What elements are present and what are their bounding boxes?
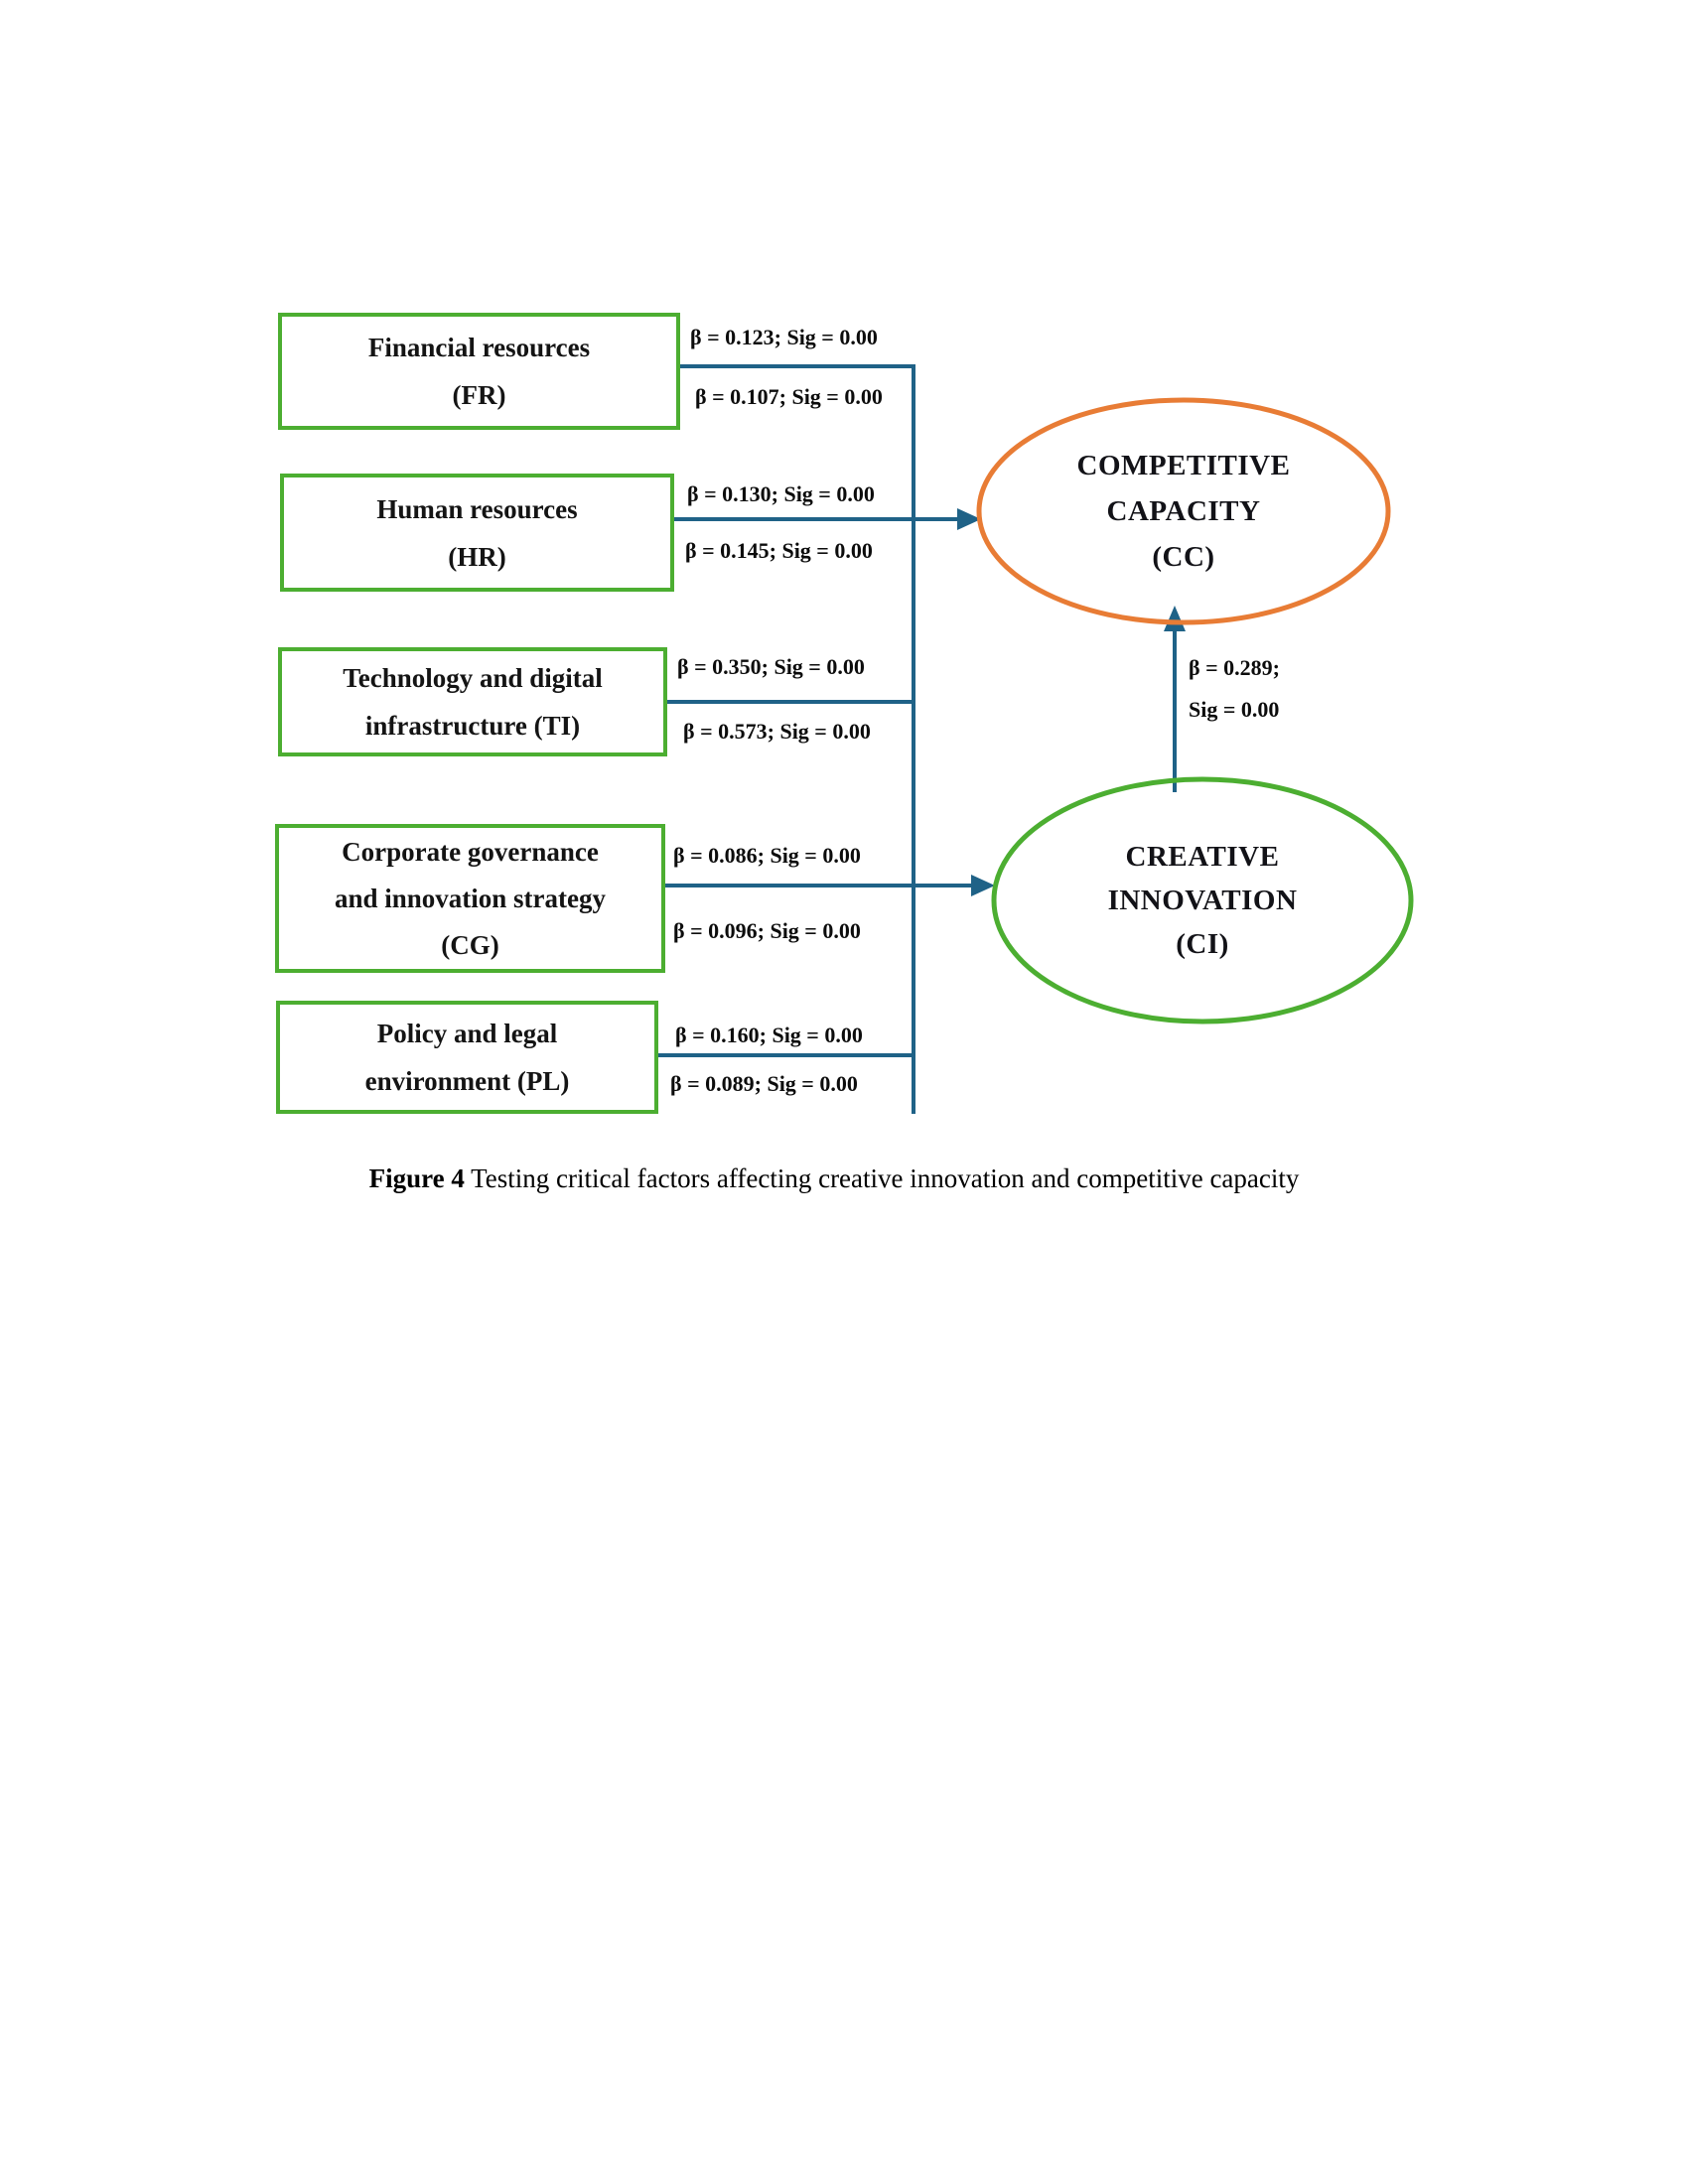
factor-abbr-line: (FR) xyxy=(452,380,506,410)
factor-label-line: and innovation strategy xyxy=(334,883,607,913)
diagram-canvas xyxy=(657,364,1414,1114)
beta-label-ci-cc-line2: Sig = 0.00 xyxy=(1189,697,1280,722)
beta-label-pl-1: β = 0.160; Sig = 0.00 xyxy=(675,1023,863,1047)
beta-label-hr-1: β = 0.130; Sig = 0.00 xyxy=(687,481,875,506)
factor-label-line: Financial resources xyxy=(367,333,591,362)
competitive-capacity-label: COMPETITIVE CAPACITY (CC) xyxy=(985,443,1382,580)
beta-label-ti-1: β = 0.350; Sig = 0.00 xyxy=(677,654,865,679)
factor-box-policy-legal: Policy and legal environment (PL) xyxy=(276,1001,658,1114)
factor-abbr-line: infrastructure (TI) xyxy=(364,711,581,741)
factor-label-line: Technology and digital xyxy=(343,663,603,693)
beta-label-fr-1: β = 0.123; Sig = 0.00 xyxy=(690,325,878,349)
competitive-capacity-ellipse xyxy=(976,397,1391,625)
figure-caption-number: Figure 4 xyxy=(368,1163,465,1193)
creative-innovation-ellipse xyxy=(991,776,1414,1024)
beta-label-pl-2: β = 0.089; Sig = 0.00 xyxy=(670,1071,858,1096)
ci-label-line: CREATIVE xyxy=(1125,841,1280,873)
figure-caption-text: Testing critical factors affecting creat… xyxy=(464,1163,1300,1193)
factor-box-human-resources: Human resources (HR) xyxy=(280,474,674,592)
ci-label-line: INNOVATION xyxy=(1107,885,1298,916)
beta-label-hr-2: β = 0.145; Sig = 0.00 xyxy=(685,538,873,563)
factor-abbr-line: (CG) xyxy=(441,929,499,960)
beta-label-ti-2: β = 0.573; Sig = 0.00 xyxy=(683,719,871,744)
factor-box-financial-resources: Financial resources (FR) xyxy=(278,313,680,430)
beta-label-cg-1: β = 0.086; Sig = 0.00 xyxy=(673,843,861,868)
factor-box-technology-infrastructure: Technology and digital infrastructure (T… xyxy=(278,647,667,756)
factor-label-line: Policy and legal xyxy=(376,1019,558,1048)
factor-abbr-line: (HR) xyxy=(448,541,506,572)
beta-label-ci-cc: β = 0.289; Sig = 0.00 xyxy=(1189,647,1280,731)
ci-cc-arrowhead-icon xyxy=(1164,606,1186,631)
factor-abbr-line: environment (PL) xyxy=(364,1066,570,1096)
beta-label-ci-cc-line1: β = 0.289; xyxy=(1189,655,1280,680)
ci-abbr-line: (CI) xyxy=(1176,928,1229,960)
cc-abbr-line: (CC) xyxy=(1152,541,1215,573)
cc-label-line: CAPACITY xyxy=(1106,495,1261,527)
beta-label-fr-2: β = 0.107; Sig = 0.00 xyxy=(695,384,883,409)
figure-caption: Figure 4 Testing critical factors affect… xyxy=(159,1163,1509,1194)
factor-label-line: Corporate governance xyxy=(342,836,599,867)
beta-label-cg-2: β = 0.096; Sig = 0.00 xyxy=(673,918,861,943)
factor-box-corporate-governance: Corporate governance and innovation stra… xyxy=(275,824,665,973)
hr-cc-arrowhead-icon xyxy=(957,508,981,530)
creative-innovation-label: CREATIVE INNOVATION (CI) xyxy=(1004,835,1401,966)
cg-ci-arrowhead-icon xyxy=(971,875,995,896)
cc-label-line: COMPETITIVE xyxy=(1076,450,1291,481)
factor-label-line: Human resources xyxy=(376,493,578,524)
